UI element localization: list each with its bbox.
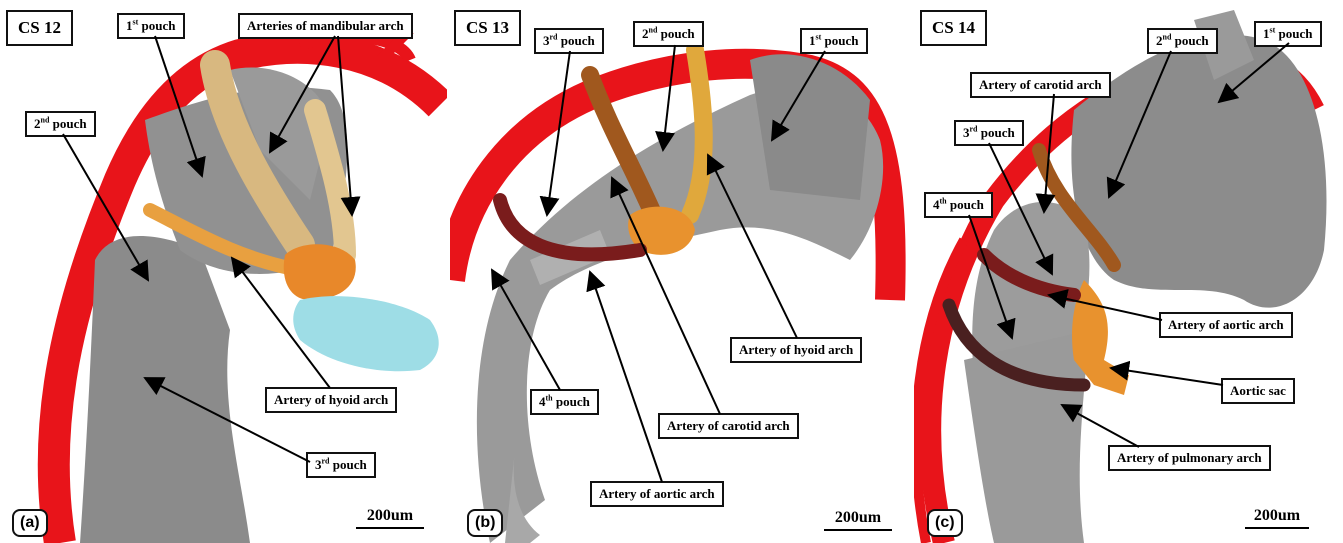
label-carotid-artery: Artery of carotid arch: [658, 413, 799, 439]
scale-bar: 200um: [356, 507, 424, 529]
panel-tag: (c): [927, 509, 963, 537]
label-pulmonary-artery: Artery of pulmonary arch: [1108, 445, 1271, 471]
scale-bar: 200um: [1245, 507, 1309, 529]
stage-label: CS 13: [454, 10, 521, 46]
label-4th-pouch: 4th pouch: [530, 389, 599, 415]
label-aortic-artery: Artery of aortic arch: [590, 481, 724, 507]
label-hyoid-artery: Artery of hyoid arch: [730, 337, 862, 363]
label-aortic-sac: Aortic sac: [1221, 378, 1295, 404]
panel-a: CS 12 1st pouch Arteries of mandibular a…: [0, 0, 447, 543]
label-4th-pouch: 4th pouch: [924, 192, 993, 218]
scale-bar-label: 200um: [1254, 507, 1300, 524]
label-1st-pouch: 1st pouch: [117, 13, 185, 39]
panel-b-rendering: [450, 0, 911, 543]
label-aortic-artery: Artery of aortic arch: [1159, 312, 1293, 338]
stage-label: CS 12: [6, 10, 73, 46]
label-2nd-pouch: 2nd pouch: [1147, 28, 1218, 54]
scale-bar-label: 200um: [367, 507, 413, 524]
label-2nd-pouch: 2nd pouch: [25, 111, 96, 137]
scale-bar: 200um: [824, 509, 892, 531]
label-3rd-pouch: 3rd pouch: [534, 28, 604, 54]
label-2nd-pouch: 2nd pouch: [633, 21, 704, 47]
panel-b: CS 13 3rd pouch 2nd pouch 1st pouch Arte…: [450, 0, 911, 543]
label-1st-pouch: 1st pouch: [1254, 21, 1322, 47]
label-mandibular-arteries: Arteries of mandibular arch: [238, 13, 413, 39]
panel-c: CS 14 2nd pouch 1st pouch Artery of caro…: [914, 0, 1343, 543]
label-carotid-artery: Artery of carotid arch: [970, 72, 1111, 98]
scale-bar-label: 200um: [835, 509, 881, 526]
label-1st-pouch: 1st pouch: [800, 28, 868, 54]
stage-label: CS 14: [920, 10, 987, 46]
panel-tag: (a): [12, 509, 48, 537]
panel-a-rendering: [0, 0, 447, 543]
panel-tag: (b): [467, 509, 503, 537]
label-hyoid-artery: Artery of hyoid arch: [265, 387, 397, 413]
label-3rd-pouch: 3rd pouch: [306, 452, 376, 478]
label-3rd-pouch: 3rd pouch: [954, 120, 1024, 146]
